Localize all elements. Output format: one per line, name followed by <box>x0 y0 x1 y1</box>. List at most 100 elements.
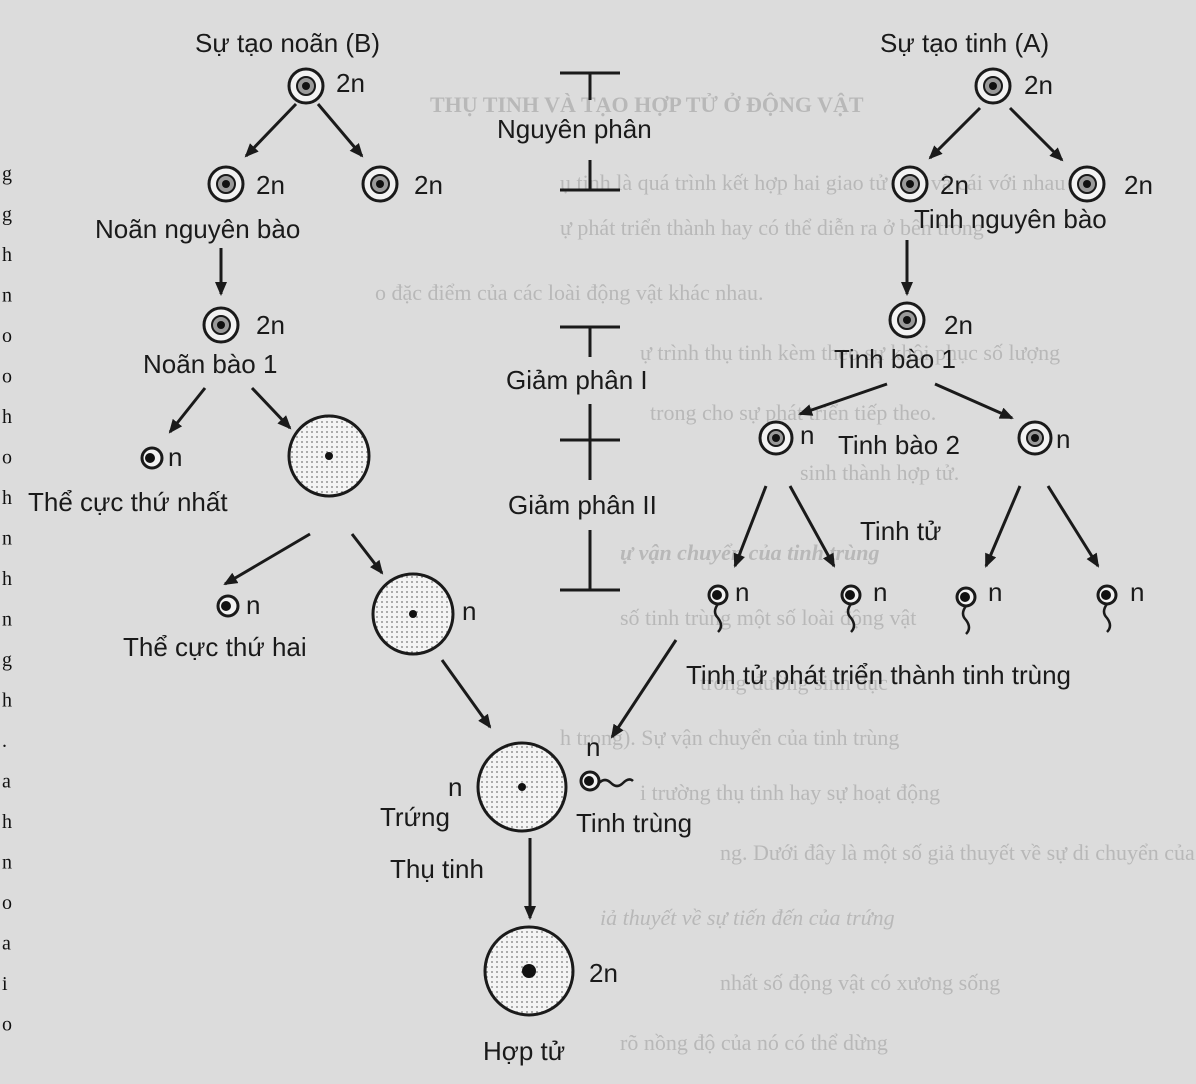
secondary-spermatocyte-right <box>1017 420 1053 456</box>
margin-letter: . <box>2 730 7 752</box>
arrow <box>610 639 678 739</box>
primary-spermatocyte-cell <box>888 301 926 339</box>
spermatogonia-cell-right <box>1068 165 1106 203</box>
margin-letter: n <box>2 609 12 631</box>
ploidy-label: 2n <box>589 958 618 988</box>
margin-letter: i <box>2 973 8 995</box>
bg-line-8: số tinh trùng một số loài động vật <box>620 605 916 630</box>
bg-line-13: iả thuyết về sự tiến đến của trứng <box>600 905 895 930</box>
fertilization-label: Thụ tinh <box>390 854 484 884</box>
ploidy-label: 2n <box>414 170 443 200</box>
primary-oocyte-cell <box>202 306 240 344</box>
stage-meiosis2-label: Giảm phân II <box>508 490 657 520</box>
ploidy-label: 2n <box>1024 70 1053 100</box>
margin-letter: h <box>2 690 12 712</box>
egg <box>476 741 568 833</box>
arrow <box>984 485 1022 568</box>
margin-letter: a <box>2 933 11 955</box>
arrow <box>244 102 298 158</box>
zygote <box>483 925 575 1017</box>
ootid <box>371 572 455 656</box>
oogonia-label: Noãn nguyên bào <box>95 214 300 244</box>
primary-oocyte-label: Noãn bào 1 <box>143 349 277 379</box>
bg-line-12: ng. Dưới đây là một số giả thuyết về sự … <box>720 840 1196 865</box>
secondary-oocyte <box>287 414 371 498</box>
bg-line-4: ự trình thụ tinh kèm theo sự khôi phục s… <box>640 340 1060 365</box>
margin-letter: o <box>2 1014 12 1036</box>
margin-letter: o <box>2 447 12 469</box>
arrow <box>316 103 364 158</box>
zygote-label: Hợp tử <box>483 1036 565 1066</box>
sperm-label: Tinh trùng <box>576 808 692 838</box>
arrow <box>223 532 311 586</box>
ploidy-label: 2n <box>940 170 969 200</box>
stage-markers: Nguyên phân Giảm phân I Giảm phân II <box>497 71 657 592</box>
bg-line-9: trong đường sinh dục <box>700 670 888 695</box>
bg-line-2: ự phát triển thành hay có thể diễn ra ở … <box>560 215 984 240</box>
ploidy-label: 2n <box>256 310 285 340</box>
spermatid <box>1096 584 1118 633</box>
oogonia-cell-right <box>361 165 399 203</box>
ploidy-label: 2n <box>256 170 285 200</box>
margin-letter: o <box>2 892 12 914</box>
bg-line-10: h trong). Sự vận chuyển của tinh trùng <box>560 725 899 750</box>
margin-letter: o <box>2 325 12 347</box>
oogonia-cell-left <box>207 165 245 203</box>
margin-letter: h <box>2 487 12 509</box>
margin-letter: a <box>2 771 11 793</box>
spermatogonia-cell-left <box>891 165 929 203</box>
bg-line-1: ụ tinh là quá trình kết hợp hai giao tử … <box>560 170 1065 195</box>
ploidy-label: 2n <box>336 68 365 98</box>
stage-mitosis-label: Nguyên phân <box>497 114 652 144</box>
margin-letter: n <box>2 852 12 874</box>
arrow <box>350 533 384 575</box>
ploidy-label: n <box>246 590 260 620</box>
arrow <box>168 387 207 434</box>
ploidy-label: n <box>988 577 1002 607</box>
arrow <box>440 659 492 729</box>
spermatogonia-label: Tinh nguyên bào <box>914 204 1107 234</box>
spermatogenesis-top-cell <box>974 67 1012 105</box>
egg-label: Trứng <box>380 802 450 832</box>
margin-letter: o <box>2 366 12 388</box>
ploidy-label: n <box>586 732 600 762</box>
first-polar-body <box>140 446 164 470</box>
margin-letter: n <box>2 285 12 307</box>
ploidy-label: n <box>448 772 462 802</box>
bg-line-14: nhất số động vật có xương sống <box>720 970 1000 995</box>
arrow <box>1008 106 1064 162</box>
oogenesis-title: Sự tạo noãn (B) <box>195 28 380 58</box>
bg-line-3: o đặc điểm của các loài động vật khác nh… <box>375 280 764 305</box>
stage-meiosis1-label: Giảm phân I <box>506 365 648 395</box>
ploidy-label: n <box>1056 424 1070 454</box>
oogenesis-top-cell <box>287 67 325 105</box>
margin-letter: h <box>2 406 12 428</box>
margin-letter: n <box>2 528 12 550</box>
spermatid <box>707 584 729 633</box>
bg-line-15: rõ nồng độ của nó có thể dừng <box>620 1030 888 1055</box>
margin-letter: h <box>2 811 12 833</box>
ploidy-label: n <box>1130 577 1144 607</box>
margin-letter: g <box>2 649 12 671</box>
arrow <box>250 386 292 430</box>
arrow <box>733 485 768 568</box>
arrow <box>798 382 888 416</box>
margin-letter: h <box>2 244 12 266</box>
bg-line-7: ự vận chuyển của tinh trùng <box>620 540 880 565</box>
first-polar-body-label: Thể cực thứ nhất <box>28 487 228 517</box>
ploidy-label: n <box>873 577 887 607</box>
ploidy-label: n <box>800 420 814 450</box>
spermatid-maturation-label: Tinh tử phát triển thành tinh trùng <box>686 660 1071 690</box>
ploidy-label: 2n <box>1124 170 1153 200</box>
spermatid <box>840 584 862 633</box>
primary-spermatocyte-label: Tinh bào 1 <box>834 344 956 374</box>
spermatogenesis-title: Sự tạo tinh (A) <box>880 28 1049 58</box>
spermatid-label: Tinh tử <box>860 516 941 546</box>
arrow <box>1046 485 1100 568</box>
arrow <box>934 382 1014 420</box>
sperm <box>579 770 634 792</box>
ploidy-label: n <box>462 596 476 626</box>
ploidy-label: 2n <box>944 310 973 340</box>
spermatid <box>955 586 977 635</box>
